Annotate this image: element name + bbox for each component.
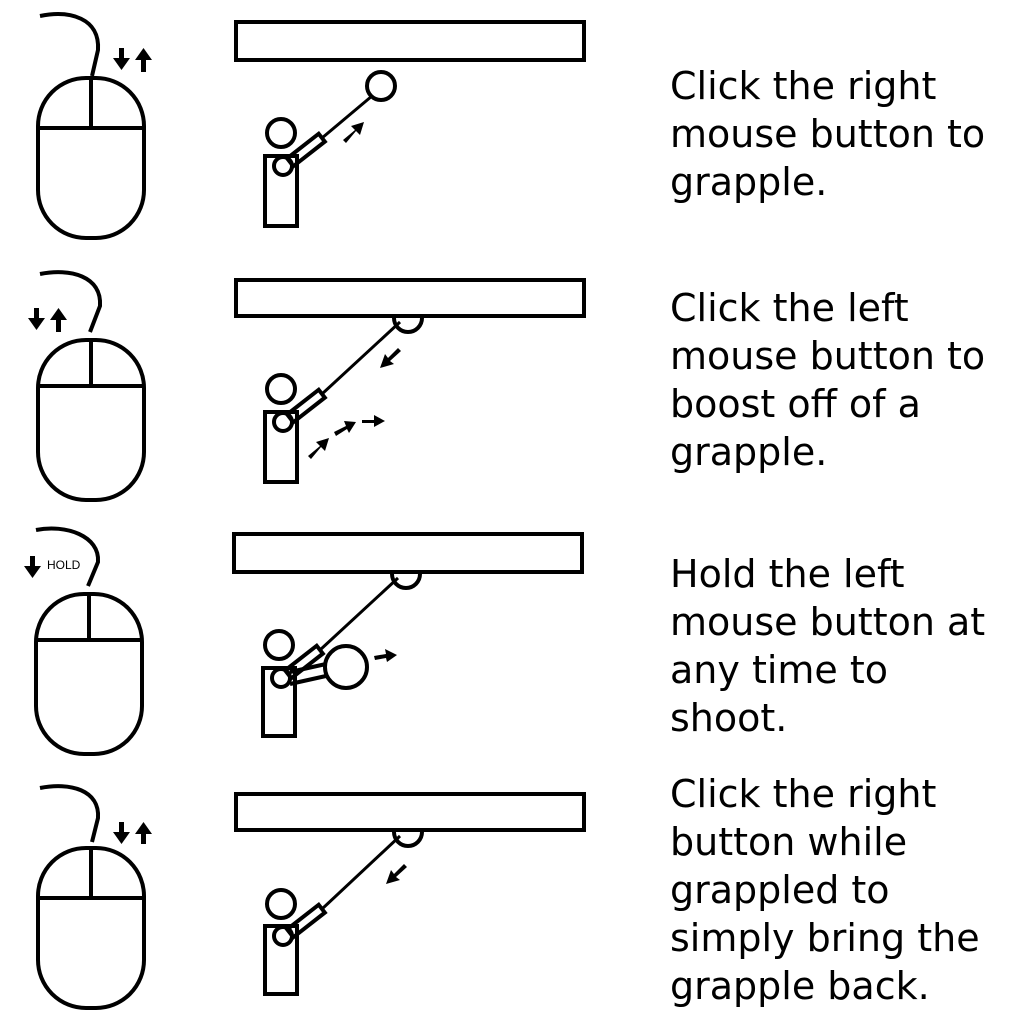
step-3: HOLD Hold the left mouse button at any t… [0, 512, 1024, 768]
mouse-icon [36, 270, 146, 502]
step-4-caption: Click the right button while grappled to… [670, 772, 980, 1008]
arrow-down-icon [113, 822, 130, 844]
step-1-illustration [36, 12, 586, 240]
step-1: Click the right mouse button to grapple. [0, 0, 1024, 256]
player-icon [263, 117, 299, 228]
shoot-arrow-icon [374, 649, 397, 662]
player-icon [263, 373, 299, 484]
ceiling-bar-icon [234, 792, 586, 832]
mouse-icon [36, 784, 146, 1010]
mouse-icon [36, 12, 146, 240]
retract-arrow-icon [386, 864, 407, 884]
step-3-illustration: HOLD [24, 526, 584, 756]
arrow-down-icon [113, 48, 130, 70]
grapple-icon [284, 317, 424, 426]
ceiling-bar-icon [232, 532, 584, 574]
grapple-icon [284, 831, 424, 941]
launch-arrow-icon [343, 122, 364, 143]
step-4-illustration [36, 784, 586, 1010]
arrow-up-icon [135, 48, 152, 72]
projectile-icon [289, 644, 369, 690]
ceiling-bar-icon [234, 20, 586, 62]
arrow-down-icon [28, 308, 45, 330]
arrow-up-icon [50, 308, 67, 332]
step-3-caption: Hold the left mouse button at any time t… [670, 552, 986, 740]
grapple-icon [282, 573, 422, 682]
ceiling-bar-icon [234, 278, 586, 318]
arrow-down-icon [24, 556, 41, 578]
grapple-icon [284, 70, 397, 170]
mouse-icon [34, 526, 144, 756]
retract-arrow-icon [380, 348, 401, 368]
hold-label: HOLD [47, 558, 81, 572]
step-4: Click the right button while grappled to… [0, 768, 1024, 1024]
step-1-caption: Click the right mouse button to grapple. [670, 64, 986, 204]
player-icon [263, 888, 299, 996]
step-2-illustration [28, 270, 586, 502]
step-2: Click the left mouse button to boost off… [0, 256, 1024, 512]
boost-arrow-icon [308, 415, 385, 459]
arrow-up-icon [135, 822, 152, 844]
step-2-caption: Click the left mouse button to boost off… [670, 286, 986, 474]
